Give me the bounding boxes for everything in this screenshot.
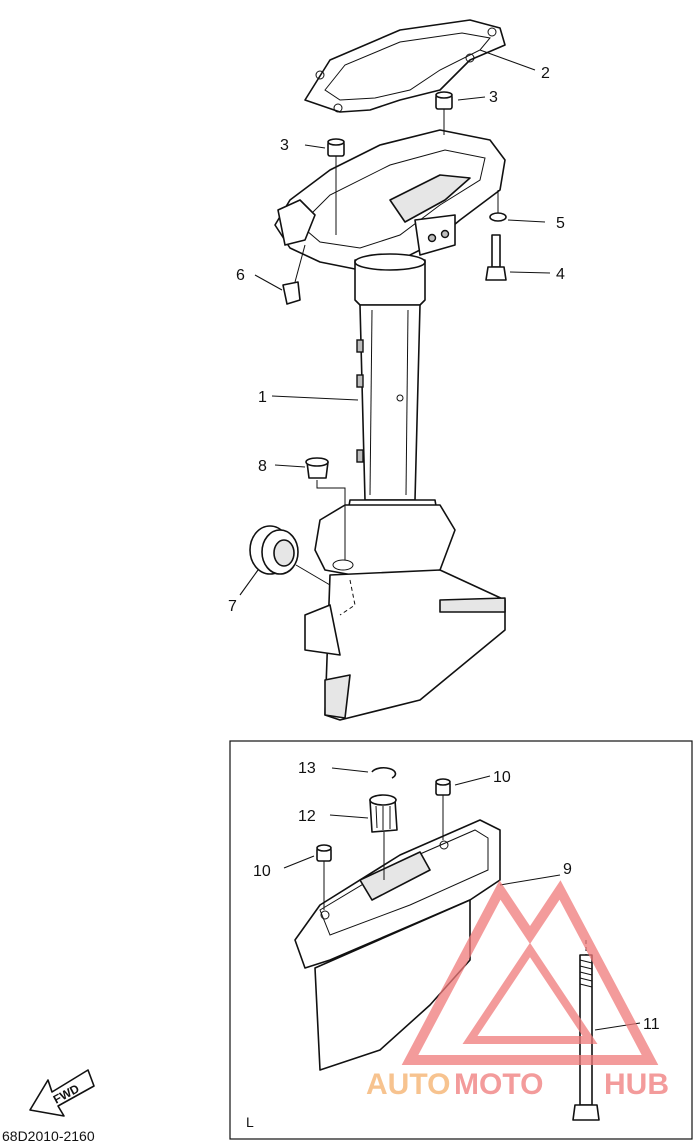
clip-part-13 [331,767,397,779]
fitting-part-6 [282,244,306,305]
callout-1: 1 [258,389,267,406]
callout-7: 7 [228,598,237,615]
fairing-part-9 [294,819,561,1071]
plug-part-8 [305,457,346,560]
drive-shaft-housing-part-1 [344,253,441,531]
callout-11: 11 [643,1016,660,1033]
watermark-hub: HUB [604,1068,669,1101]
collar-part-3-right [435,91,453,135]
callout-4: 4 [556,266,565,283]
watermark-auto: AUTO [366,1068,450,1101]
callout-13: 13 [298,760,316,777]
callout-2: 2 [541,65,550,82]
collar-part-10-left [283,844,332,910]
callout-3-left: 3 [280,137,289,154]
inset-label: L [246,1114,254,1130]
collar-part-10-right [435,775,491,840]
lower-casing [304,504,506,721]
exhaust-guide [274,129,506,271]
callout-10-right: 10 [493,769,511,786]
washer-part-5 [489,190,507,222]
callout-9: 9 [563,861,572,878]
watermark-moto: MOTO [454,1068,543,1101]
callout-10-left: 10 [253,863,271,880]
grommet-part-7 [249,525,331,586]
anode-part-12 [329,794,398,880]
drawing-code: 68D2010-2160 [2,1128,95,1144]
callout-6: 6 [236,267,245,284]
bolt-part-4 [485,234,507,281]
collar-part-3-left [327,138,345,235]
fwd-arrow-icon: FWD [29,1069,95,1117]
inset-frame [229,740,693,1140]
watermark-logo: AUTO MOTO HUB [366,880,669,1101]
callout-5: 5 [556,215,565,232]
callout-8: 8 [258,458,267,475]
callout-12: 12 [298,808,316,825]
callout-3-right: 3 [489,89,498,106]
